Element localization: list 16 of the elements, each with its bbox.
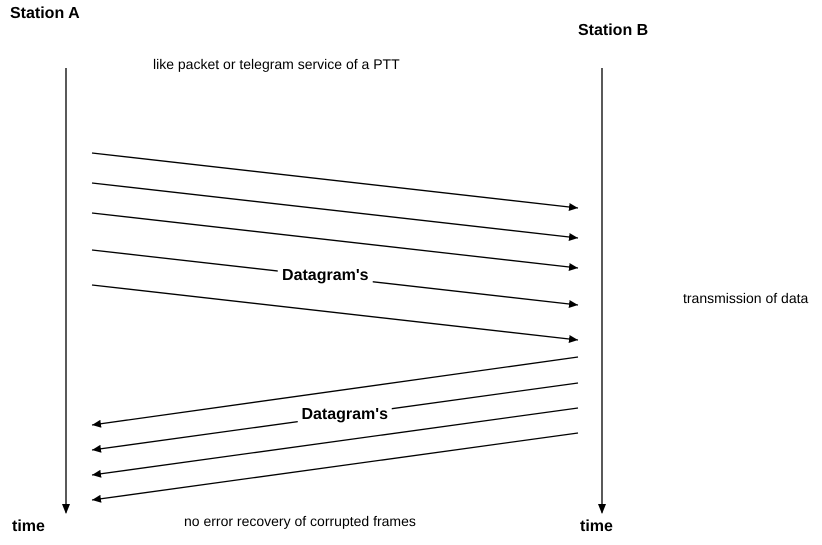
axis-label: time: [12, 518, 45, 536]
note-text: transmission of data: [683, 290, 808, 306]
station-label: Station B: [578, 22, 648, 40]
axis-label: time: [580, 518, 613, 536]
note-text: like packet or telegram service of a PTT: [153, 56, 400, 72]
arrow: [92, 356, 578, 428]
note-text: no error recovery of corrupted frames: [184, 513, 416, 529]
edge-label: Datagram's: [278, 266, 373, 286]
station-label: Station A: [10, 5, 80, 23]
edge-label: Datagram's: [297, 405, 392, 426]
arrow: [92, 284, 578, 343]
arrow: [92, 182, 578, 241]
arrow: [92, 432, 578, 503]
arrow: [92, 152, 578, 211]
arrow: [92, 212, 578, 271]
arrow: [92, 407, 578, 478]
